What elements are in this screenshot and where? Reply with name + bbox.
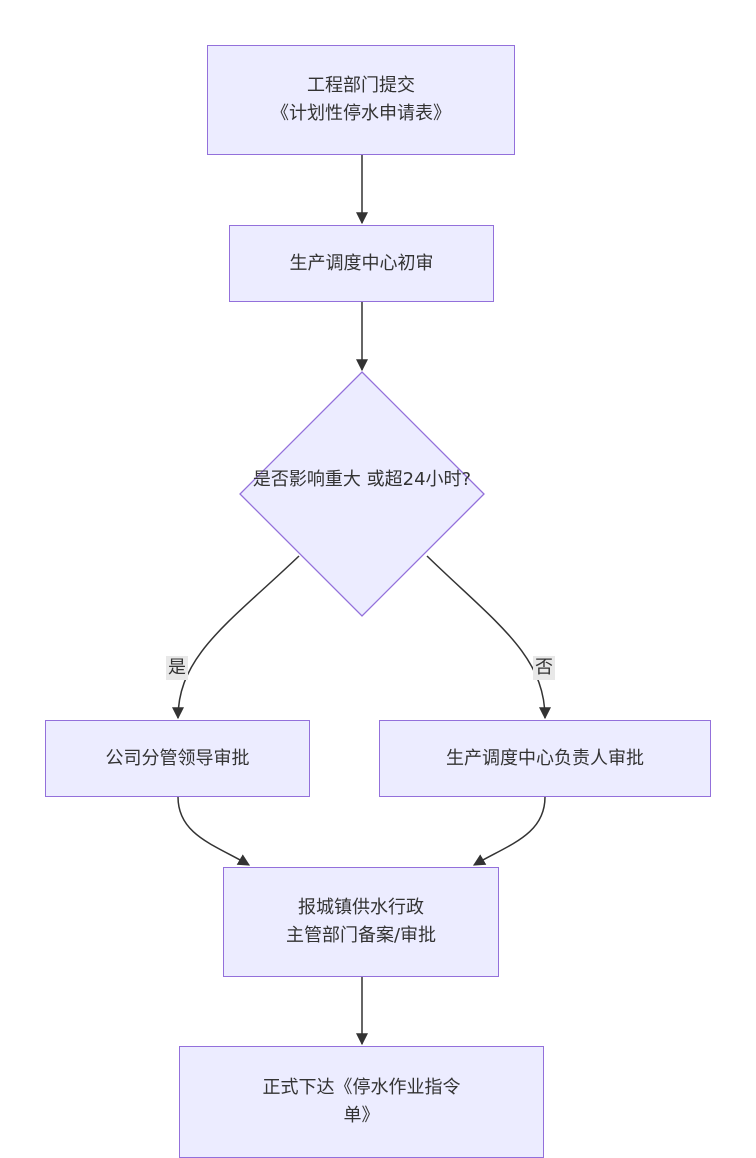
node-pre-review: 生产调度中心初审	[229, 225, 494, 302]
node-submit-line2: 《计划性停水申请表》	[271, 103, 451, 124]
edge-label-yes: 是	[166, 656, 188, 680]
edge-decision-to-leader	[172, 555, 300, 720]
edge-decision-to-dispatch	[426, 555, 551, 720]
node-leader-approval: 公司分管领导审批	[45, 720, 310, 797]
decision-diamond	[239, 371, 485, 617]
node-report-line1: 报城镇供水行政	[297, 897, 424, 918]
node-issue-line2: 单》	[343, 1105, 380, 1126]
node-dispatch-head-approval: 生产调度中心负责人审批	[379, 720, 711, 797]
node-issue-order: 正式下达《停水作业指令 单》	[179, 1046, 544, 1158]
node-submit-application: 工程部门提交 《计划性停水申请表》	[207, 45, 515, 155]
decision-line2: 或超24小时?	[366, 469, 472, 490]
node-leader-label: 公司分管领导审批	[105, 747, 250, 769]
node-report-line2: 主管部门备案/审批	[285, 925, 437, 946]
node-dispatch-label: 生产调度中心负责人审批	[446, 747, 644, 769]
edge-dispatch-to-report	[472, 796, 546, 866]
node-submit-line1: 工程部门提交	[307, 75, 415, 96]
node-issue-line1: 正式下达《停水作业指令	[262, 1077, 461, 1098]
decision-line1: 是否影响重大	[252, 469, 361, 490]
node-pre-review-label: 生产调度中心初审	[289, 252, 434, 274]
edge-leader-to-report	[177, 796, 251, 866]
edge-label-no: 否	[533, 656, 555, 680]
node-report-authority: 报城镇供水行政 主管部门备案/审批	[223, 867, 499, 977]
decision-label: 是否影响重大 或超24小时?	[240, 466, 484, 494]
